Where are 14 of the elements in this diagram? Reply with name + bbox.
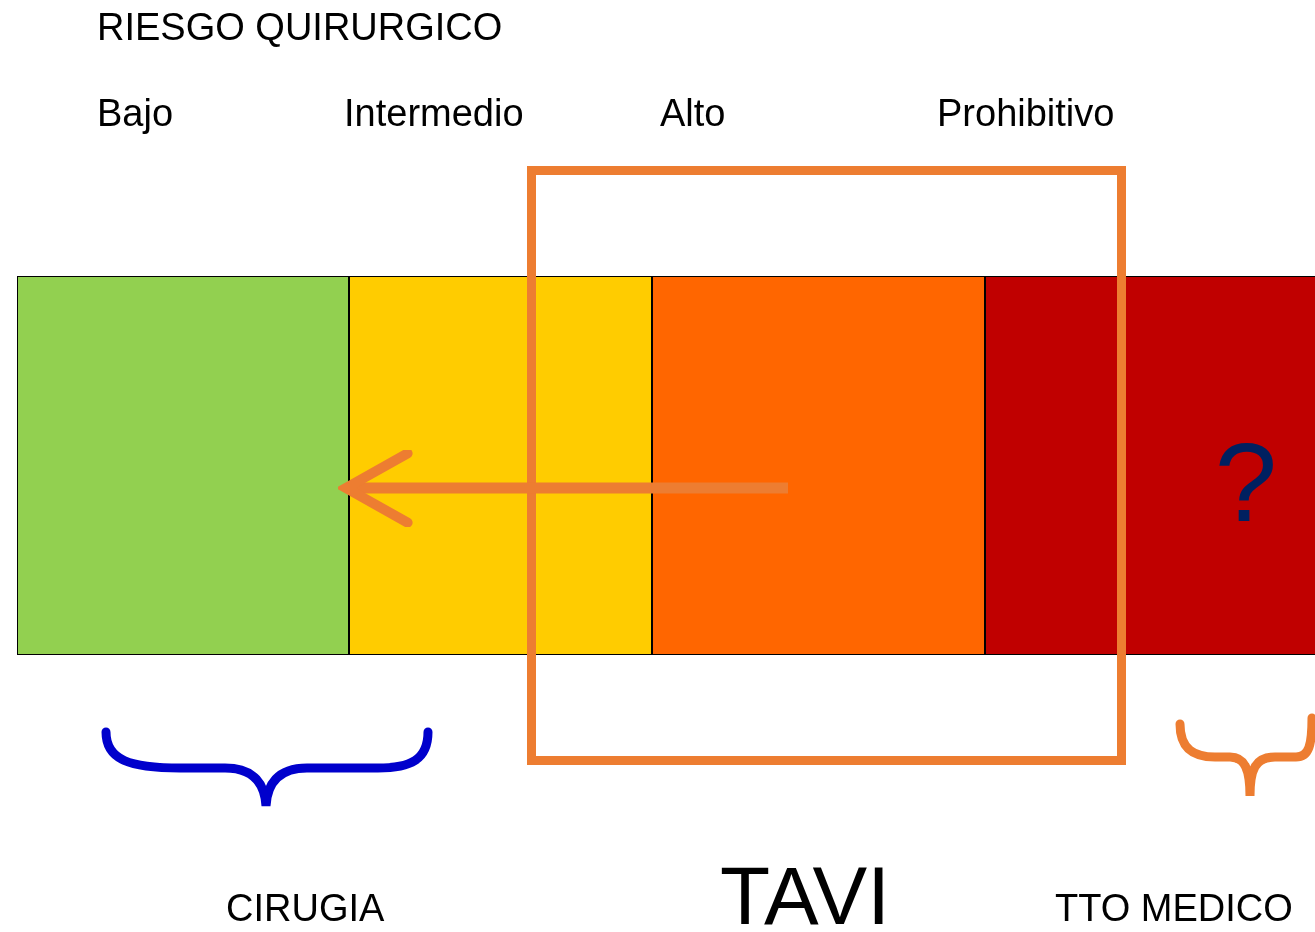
risk-label: Intermedio [344, 94, 524, 132]
risk-label: Prohibitivo [937, 94, 1115, 132]
risk-label: Alto [660, 94, 726, 132]
question-mark: ? [1214, 427, 1277, 539]
arrow [341, 448, 788, 528]
treatment-label: TTO MEDICO [1055, 889, 1293, 927]
treatment-label: TAVI [720, 855, 891, 932]
risk-segment [17, 276, 349, 655]
treatment-label: CIRUGIA [226, 889, 385, 927]
risk-label: RIESGO QUIRURGICO [97, 8, 503, 46]
risk-segment [985, 276, 1315, 655]
risk-segment [349, 276, 652, 655]
risk-label: Bajo [97, 94, 174, 132]
risk-segment [652, 276, 985, 655]
